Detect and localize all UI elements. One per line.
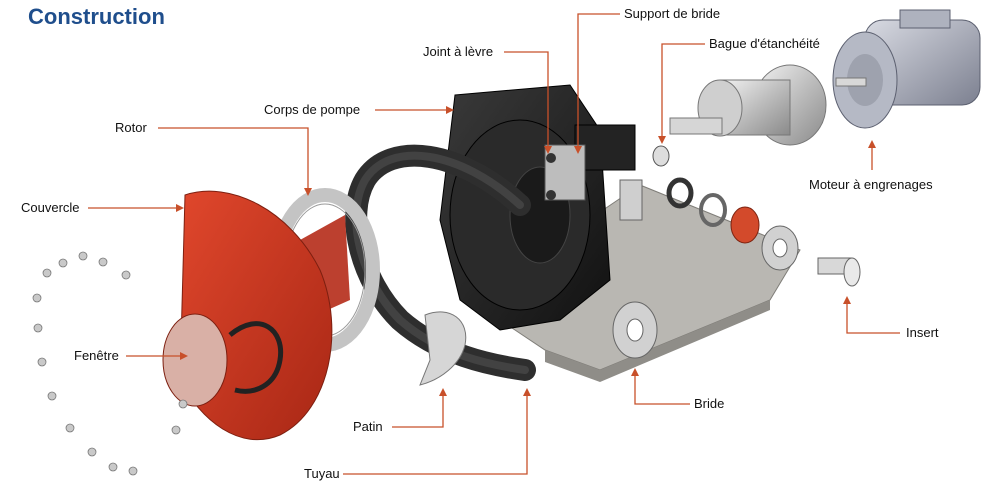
gear-motor [832, 9, 981, 129]
label-patin: Patin [353, 419, 383, 434]
label-moteur-engrenages: Moteur à engrenages [809, 177, 933, 192]
label-support-de-bride: Support de bride [624, 6, 721, 21]
label-couvercle: Couvercle [21, 200, 80, 215]
label-bague-etancheite: Bague d'étanchéité [709, 36, 820, 51]
insert-part [817, 257, 861, 287]
label-tuyau: Tuyau [304, 466, 340, 481]
flanges [612, 177, 799, 359]
shoe-part [419, 311, 467, 386]
page-title: Construction [28, 4, 165, 29]
bolts [32, 251, 188, 476]
leader-lines [88, 13, 900, 475]
cover-part [162, 190, 333, 441]
bearing-housing [652, 64, 827, 167]
label-insert: Insert [906, 325, 939, 340]
label-corps-de-pompe: Corps de pompe [264, 102, 361, 117]
label-fenetre: Fenêtre [74, 348, 119, 363]
label-bride: Bride [694, 396, 725, 411]
label-rotor: Rotor [115, 120, 147, 135]
label-joint-a-levre: Joint à lèvre [423, 44, 494, 59]
